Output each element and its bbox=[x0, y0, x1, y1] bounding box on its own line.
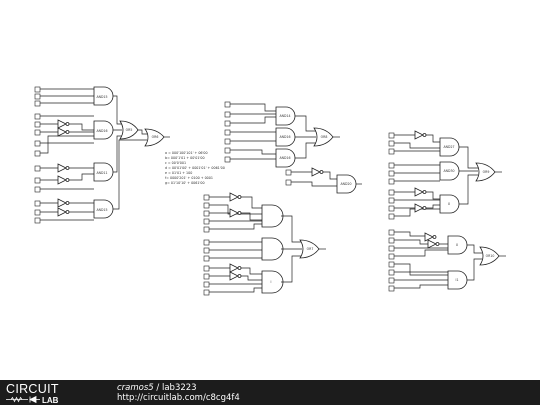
section-a: AND15 AND16 AND11 AND15 OR5 OR6 bbox=[34, 86, 170, 224]
circuitlab-logo[interactable]: CIRCUIT LAB bbox=[6, 380, 92, 405]
input-pins-b bbox=[224, 101, 292, 186]
project-url[interactable]: http://circuitlab.com/c8cg4f4 bbox=[117, 393, 240, 403]
boolean-equations: a = 000'100'101' + 06'00 b= 000'1'01 + 0… bbox=[165, 151, 225, 185]
gate-label: X bbox=[448, 202, 451, 206]
logo-circuit-icon bbox=[6, 395, 40, 404]
gate-label: I bbox=[271, 280, 272, 284]
equation-line: d = 00'01'00' + 0001'01' + 0061'00 bbox=[165, 166, 225, 170]
gate-label: X bbox=[456, 243, 459, 247]
gate-label: OR10 bbox=[486, 254, 495, 258]
gate-label: AND16 bbox=[96, 129, 107, 133]
input-pins-d bbox=[388, 132, 395, 292]
gate-label: AND15 bbox=[96, 95, 107, 99]
gate-label: AND27 bbox=[443, 145, 454, 149]
equation-line: g= 01'10'10' + 0061'00 bbox=[165, 181, 205, 185]
gate-label: AND11 bbox=[96, 171, 107, 175]
gate-label: AND16 bbox=[279, 135, 290, 139]
inverters-a bbox=[57, 119, 70, 217]
gate-label: AND20 bbox=[340, 182, 351, 186]
input-pins-a bbox=[34, 86, 41, 224]
equation-line: c = 00'0'001 bbox=[165, 161, 186, 165]
gate-label: OR7 bbox=[307, 247, 314, 251]
gate-label: OR6 bbox=[152, 135, 159, 139]
gate-label: OR8 bbox=[321, 135, 328, 139]
logo-wordmark-bottom: LAB bbox=[42, 396, 59, 405]
gate-label: AND16 bbox=[279, 156, 290, 160]
equation-line: e = 01'01 + 100 bbox=[165, 171, 192, 175]
project-name[interactable]: lab3223 bbox=[161, 383, 197, 393]
project-byline: cramos5 / lab3223 bbox=[117, 383, 197, 393]
byline-separator: / bbox=[156, 383, 160, 393]
gate-label: AND30 bbox=[443, 169, 454, 173]
equation-line: b= 000'1'01 + 00'01'00 bbox=[165, 156, 205, 160]
equation-line: f= 0000'201' + 0100 + 0001 bbox=[165, 176, 213, 180]
gate-label: I1 bbox=[456, 278, 459, 282]
logo-wordmark-top: CIRCUIT bbox=[6, 382, 59, 396]
and-gates-b: AND14 AND16 AND16 bbox=[275, 106, 296, 168]
gate-label: OR5 bbox=[126, 128, 133, 132]
and-gates-a: AND15 AND16 AND11 AND15 bbox=[93, 86, 114, 219]
section-c: I OR7 bbox=[203, 192, 326, 296]
circuit-schematic: AND15 AND16 AND11 AND15 OR5 OR6 a = 000'… bbox=[34, 86, 506, 296]
equation-line: a = 000'100'101' + 06'00 bbox=[165, 151, 208, 155]
author-link[interactable]: cramos5 bbox=[117, 383, 154, 393]
section-d: AND27 AND30 X OR9 X I1 OR10 bbox=[388, 130, 506, 292]
or-gates-a: OR5 OR6 bbox=[119, 120, 165, 147]
input-pins-c bbox=[203, 194, 210, 296]
footer-bar: CIRCUIT LAB cramos5 / lab3223 http://cir… bbox=[0, 380, 540, 405]
gate-label: AND15 bbox=[96, 208, 107, 212]
gate-label: OR9 bbox=[483, 170, 490, 174]
gate-label: AND14 bbox=[279, 114, 290, 118]
section-b: AND14 AND16 AND16 OR8 AND20 bbox=[224, 101, 362, 194]
